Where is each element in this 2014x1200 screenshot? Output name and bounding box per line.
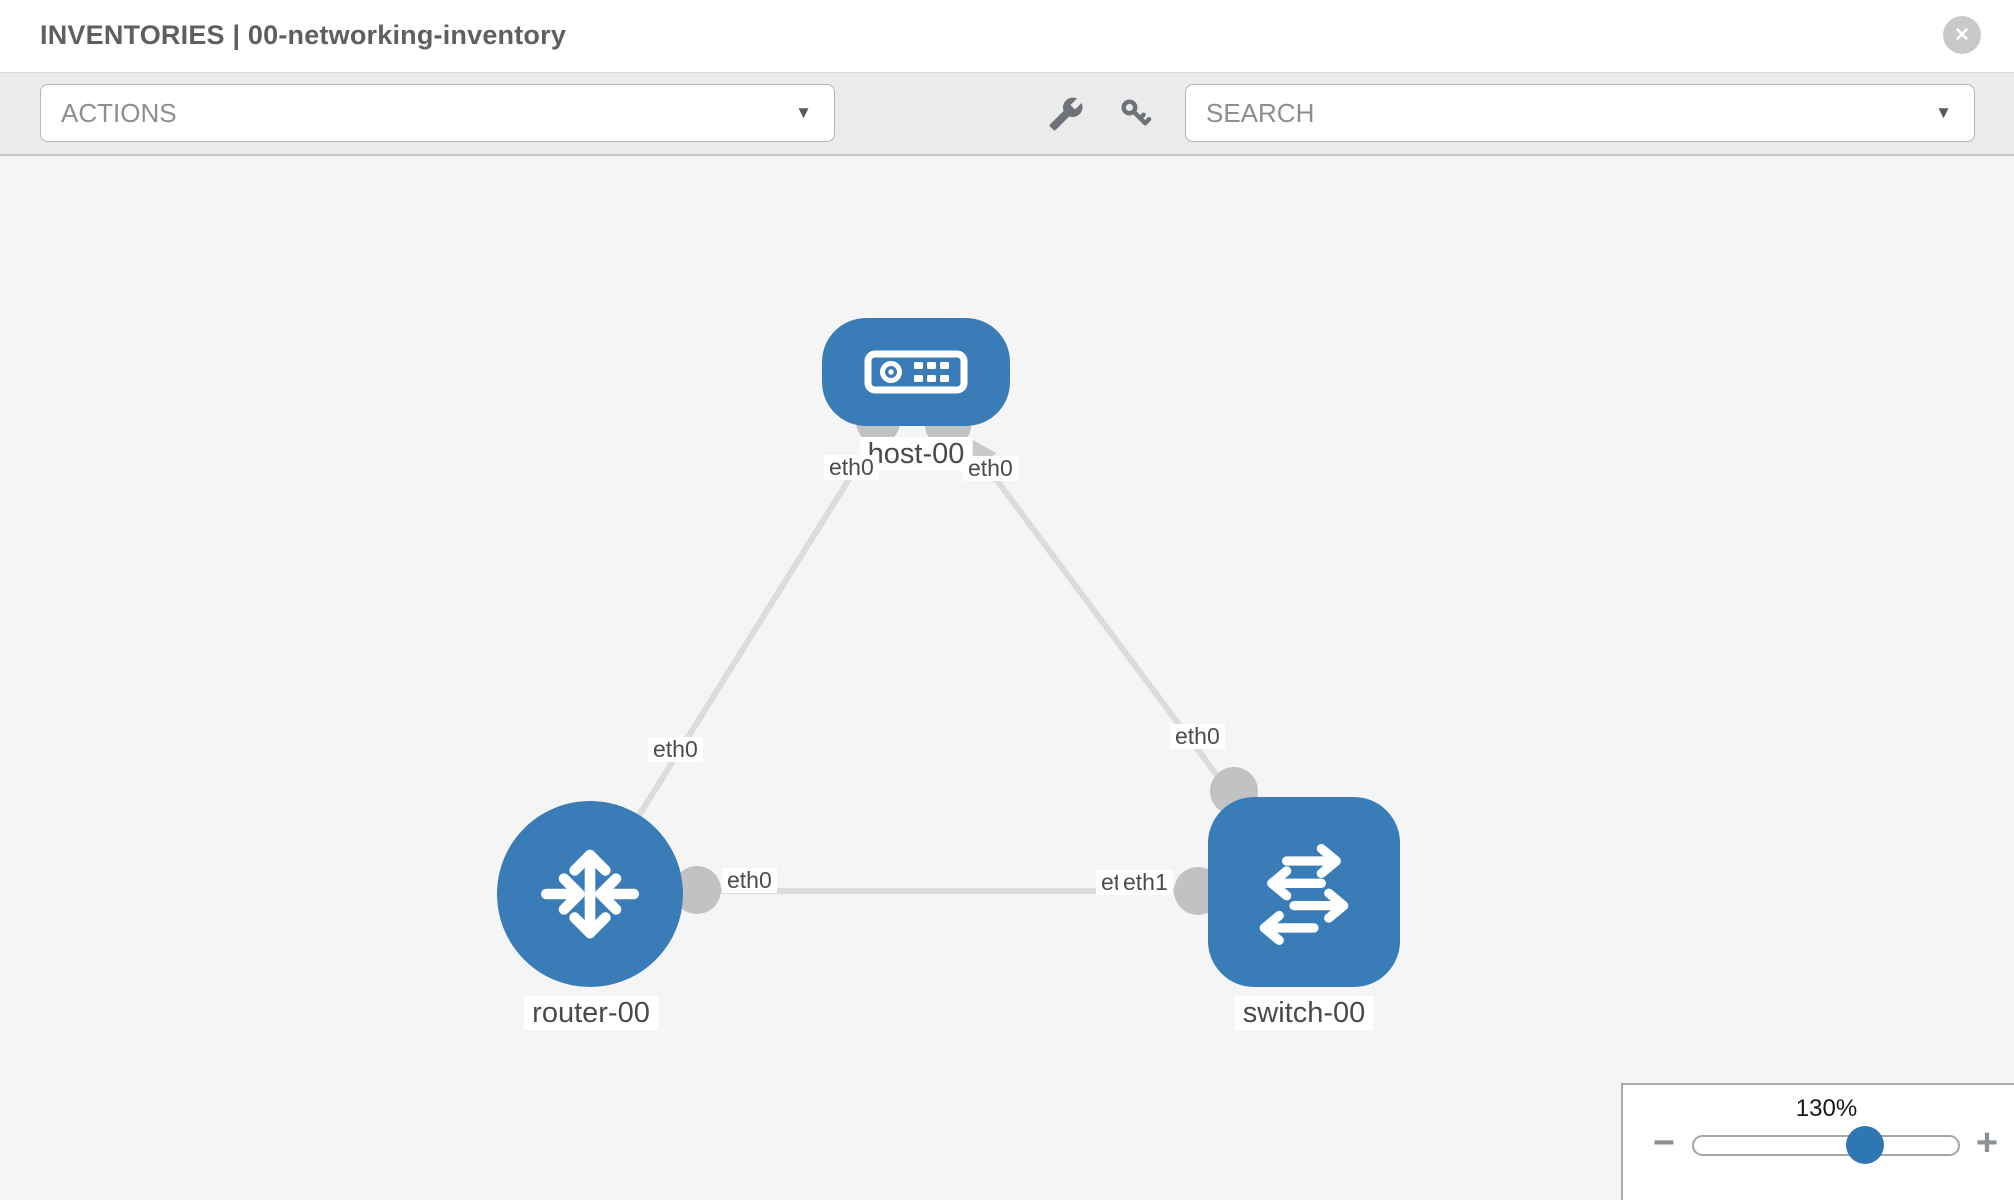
links-layer	[587, 370, 1307, 896]
switch-icon	[1259, 843, 1349, 946]
topology-canvas[interactable]: host-00 router-00 switch-00 eth0 eth0 et…	[0, 156, 2014, 1200]
node-label-switch: switch-00	[1234, 996, 1374, 1030]
iface-label-switch-to-host: eth0	[1170, 724, 1225, 749]
key-icon	[1121, 99, 1152, 126]
minus-icon: −	[1652, 1121, 1676, 1164]
node-label-host: host-00	[859, 437, 973, 471]
iface-label-switch-to-router: eth1	[1118, 870, 1173, 895]
host-server-icon	[864, 350, 968, 394]
zoom-out-button[interactable]: −	[1647, 1121, 1681, 1165]
actions-dropdown-label: ACTIONS	[61, 97, 177, 128]
zoom-slider-track[interactable]	[1692, 1135, 1960, 1156]
zoom-panel: 130% − +	[1621, 1083, 2014, 1200]
zoom-in-button[interactable]: +	[1970, 1121, 2004, 1165]
close-icon: ✕	[1954, 24, 1970, 46]
zoom-level-value: 130%	[1795, 1095, 1858, 1122]
zoom-slider-thumb[interactable]	[1846, 1126, 1884, 1164]
node-label-router: router-00	[524, 996, 658, 1030]
close-button[interactable]: ✕	[1943, 16, 1981, 54]
wrench-icon	[1049, 97, 1083, 131]
configure-tools-button[interactable]	[1044, 92, 1088, 136]
iface-label-router-to-switch: eth0	[722, 868, 777, 893]
header: INVENTORIES | 00-networking-inventory ✕	[0, 0, 2014, 72]
credentials-key-button[interactable]	[1114, 92, 1158, 136]
iface-label-host-to-switch: eth0	[963, 456, 1018, 481]
chevron-down-icon: ▼	[1935, 103, 1952, 122]
actions-dropdown[interactable]: ACTIONS ▼	[40, 84, 835, 142]
node-host-00[interactable]	[822, 318, 1010, 426]
search-dropdown[interactable]: SEARCH ▼	[1185, 84, 1975, 142]
node-switch-00[interactable]	[1208, 797, 1400, 987]
router-icon	[541, 849, 639, 939]
node-router-00[interactable]	[497, 801, 683, 987]
iface-label-router-to-host: eth0	[648, 737, 703, 762]
iface-label-host-to-router: eth0	[824, 455, 879, 480]
search-dropdown-label: SEARCH	[1206, 97, 1315, 128]
chevron-down-icon: ▼	[795, 103, 812, 122]
plus-icon: +	[1975, 1121, 1999, 1164]
page-title: INVENTORIES | 00-networking-inventory	[40, 20, 567, 50]
